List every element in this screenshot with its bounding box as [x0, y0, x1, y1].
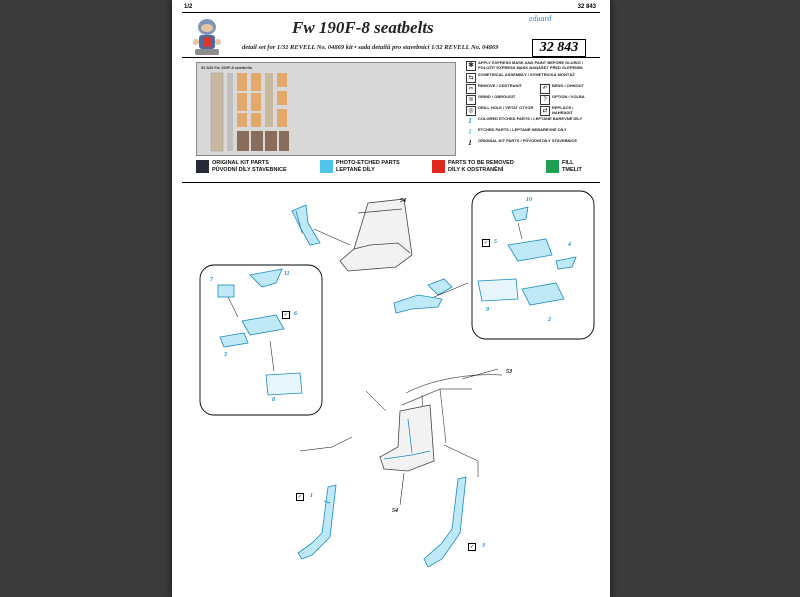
legend-row: ≋ GRIND / OBROUSIT ? OPTION / VOLBA [464, 94, 594, 105]
leader-line [299, 436, 353, 452]
fill-swatch [546, 160, 559, 173]
leader-line [227, 296, 239, 318]
left-box-parts [217, 268, 303, 396]
callout-fuselage: 53 [506, 369, 512, 375]
lower-strap-right [423, 476, 467, 568]
leader-line [517, 222, 523, 240]
header-bottom-rule [182, 57, 600, 58]
part-number: 5 [494, 239, 497, 245]
belt-part-top-left [291, 204, 321, 246]
part-number: 10 [526, 197, 532, 203]
legend-row: 1 ETCHED PARTS / LEPTANÉ NEBAREVNÉ DÍLY [464, 127, 594, 138]
fret-image: 32 843 Fw 190F-8 seatbelts [196, 62, 456, 156]
assembly-diagram [199, 190, 595, 568]
brand-logo: eduard [529, 14, 552, 23]
leader-line [399, 472, 405, 506]
check-box: ✓ [468, 543, 476, 551]
check-box: ✓ [282, 311, 290, 319]
part-number: 7 [210, 277, 213, 283]
kit-part-icon: 1 [468, 139, 472, 147]
legend-row: 1 COLORED ETCHED PARTS / LEPTANÉ BAREVNÉ… [464, 116, 594, 127]
leader-line [313, 228, 351, 246]
leader-line [433, 282, 469, 298]
lower-strap-left [297, 484, 337, 560]
bend-icon: ↶ [540, 84, 550, 94]
seat-part-54 [339, 198, 413, 272]
etched-part-icon: 1 [468, 128, 472, 136]
mirror-icon: ⇆ [466, 73, 476, 83]
part-number: 6 [294, 311, 297, 317]
fret-label: 32 843 Fw 190F-8 seatbelts [201, 65, 253, 70]
part-number: 8 [272, 397, 275, 403]
grind-icon: ≋ [466, 95, 476, 105]
page-title: Fw 190F-8 seatbelts [292, 18, 434, 37]
colored-part-icon: 1 [468, 117, 472, 125]
legend-row: 1 ORIGINAL KIT PARTS / PŮVODNÍ DÍLY STAV… [464, 138, 594, 149]
check-box: ✓ [296, 493, 304, 501]
drill-icon: ◎ [466, 106, 476, 116]
original-swatch [196, 160, 209, 173]
legend-row: ✱ APPLY EXPRESS MASK AND PAINT BEFORE GL… [464, 60, 594, 72]
replace-icon: ⇄ [540, 106, 550, 116]
header-code: 32 843 [577, 4, 596, 10]
leader-line [365, 390, 387, 412]
star-icon: ✱ [466, 61, 476, 71]
page-number: 1/2 [184, 4, 193, 10]
mascot-logo [193, 19, 221, 55]
legend-row: ✂ REMOVE / ODSTRANIT ↶ BEND / OHNOUT [464, 83, 594, 94]
instruction-rule [182, 182, 600, 183]
part-number: 11 [284, 271, 290, 277]
callout-seat-top: 54 [400, 198, 406, 204]
part-number: 3 [482, 543, 485, 549]
symbol-legend: ✱ APPLY EXPRESS MASK AND PAINT BEFORE GL… [464, 60, 594, 149]
catalog-number: 32 843 [532, 39, 586, 57]
legend-row: ◎ DRILL HOLE / VRTAT OTVOR ⇄ REPLACE / N… [464, 105, 594, 116]
subassembly-box-left [199, 264, 323, 416]
page-subtitle: detail set for 1/32 REVELL No. 04869 kit… [242, 44, 499, 51]
leader-line [461, 368, 499, 380]
remove-icon: ✂ [466, 84, 476, 94]
instruction-page: 1/2 32 843 eduard Fw 190F-8 seatbelts de… [172, 0, 610, 597]
etched-swatch [320, 160, 333, 173]
subassembly-box-right [471, 190, 595, 340]
part-number: 1 [310, 493, 313, 499]
leader-line [443, 444, 479, 477]
callout-seat-bottom: 54 [392, 508, 398, 514]
seat-installed [379, 404, 435, 472]
part-number: 4 [568, 242, 571, 248]
part-number: 9 [486, 307, 489, 313]
header-rule [182, 12, 600, 13]
leader-line [269, 340, 275, 372]
option-icon: ? [540, 95, 550, 105]
part-number: 2 [548, 317, 551, 323]
right-box-parts [477, 206, 577, 306]
belt-part-mid-right [393, 278, 453, 314]
legend-row: ⇆ SYMETRICAL ASSEMBLY / SYMETRICKÁ MONTÁ… [464, 72, 594, 83]
part-number: 3 [224, 352, 227, 358]
remove-swatch [432, 160, 445, 173]
check-box: ✓ [482, 239, 490, 247]
fret-parts-drawing [210, 72, 289, 152]
